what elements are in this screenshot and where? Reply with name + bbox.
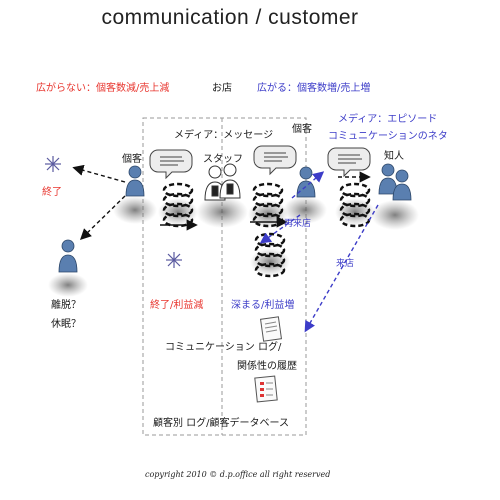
speech-bubble-customer-right	[253, 145, 297, 176]
person-icon-customer-right	[296, 166, 316, 198]
arrow-to-lapsed	[79, 195, 126, 240]
speech-bubble-acquaintance	[327, 147, 371, 178]
repeat-visit-label: 再来店	[284, 219, 312, 229]
media-message-label: メディア：メッセージ	[174, 130, 274, 141]
shadow-customer-right	[283, 196, 327, 224]
media-episode-label: メディア：エピソード	[338, 114, 438, 125]
shadow-staff	[196, 196, 248, 228]
database-record-icon	[254, 375, 278, 403]
shadow-acquaintance	[371, 200, 419, 230]
coil-far	[339, 182, 371, 228]
staff-label: スタッフ	[203, 154, 243, 165]
person-icon-customer-left	[125, 165, 145, 197]
customer-left-label: 個客	[122, 154, 142, 165]
person-icon-lapsed	[58, 239, 78, 273]
spark-icon-left	[45, 156, 61, 172]
coil-right	[252, 182, 284, 228]
shadow-customer-left	[113, 196, 157, 224]
document-log-icon	[259, 316, 283, 342]
copyright-notice: copyright 2010 © d.p.office all right re…	[145, 470, 331, 479]
dormant-label: 休眠？	[51, 319, 81, 330]
deepen-profit-up-label: 深まる/利益増	[231, 300, 295, 311]
shop-label: お店	[212, 83, 232, 94]
shop-boundary	[142, 117, 307, 436]
end-label: 終了	[42, 187, 62, 198]
arrow-to-end	[72, 164, 126, 183]
customer-right-label: 個客	[292, 124, 312, 135]
speech-bubble-customer-left	[149, 149, 193, 180]
customer-database-label: 顧客別 ログ/顧客データベース	[153, 418, 290, 429]
end-profit-down-label: 終了/利益減	[150, 300, 204, 311]
lapsed-label: 離脱？	[51, 300, 81, 311]
coil-left	[162, 182, 194, 228]
person-icon-acquaintance	[378, 163, 412, 201]
communication-log-label: コミュニケーション ログ/	[165, 342, 282, 353]
acquaintance-label: 知人	[384, 151, 404, 162]
diagram-title: communication / customer	[101, 6, 359, 29]
spark-icon-center	[166, 252, 182, 268]
right-effect-label: 広がる：個客数増/売上増	[257, 83, 371, 94]
visit-label: 来店	[336, 259, 355, 269]
person-icon-staff	[204, 163, 241, 201]
relationship-history-label: 関係性の履歴	[237, 361, 297, 372]
media-episode-subtitle: コミュニケーションのネタ	[328, 131, 448, 142]
arrow-repeat-visit	[259, 214, 301, 244]
arrow-visit	[304, 204, 379, 333]
shadow-lapsed	[48, 273, 88, 297]
left-effect-label: 広がらない：個客数減/売上減	[36, 83, 170, 94]
